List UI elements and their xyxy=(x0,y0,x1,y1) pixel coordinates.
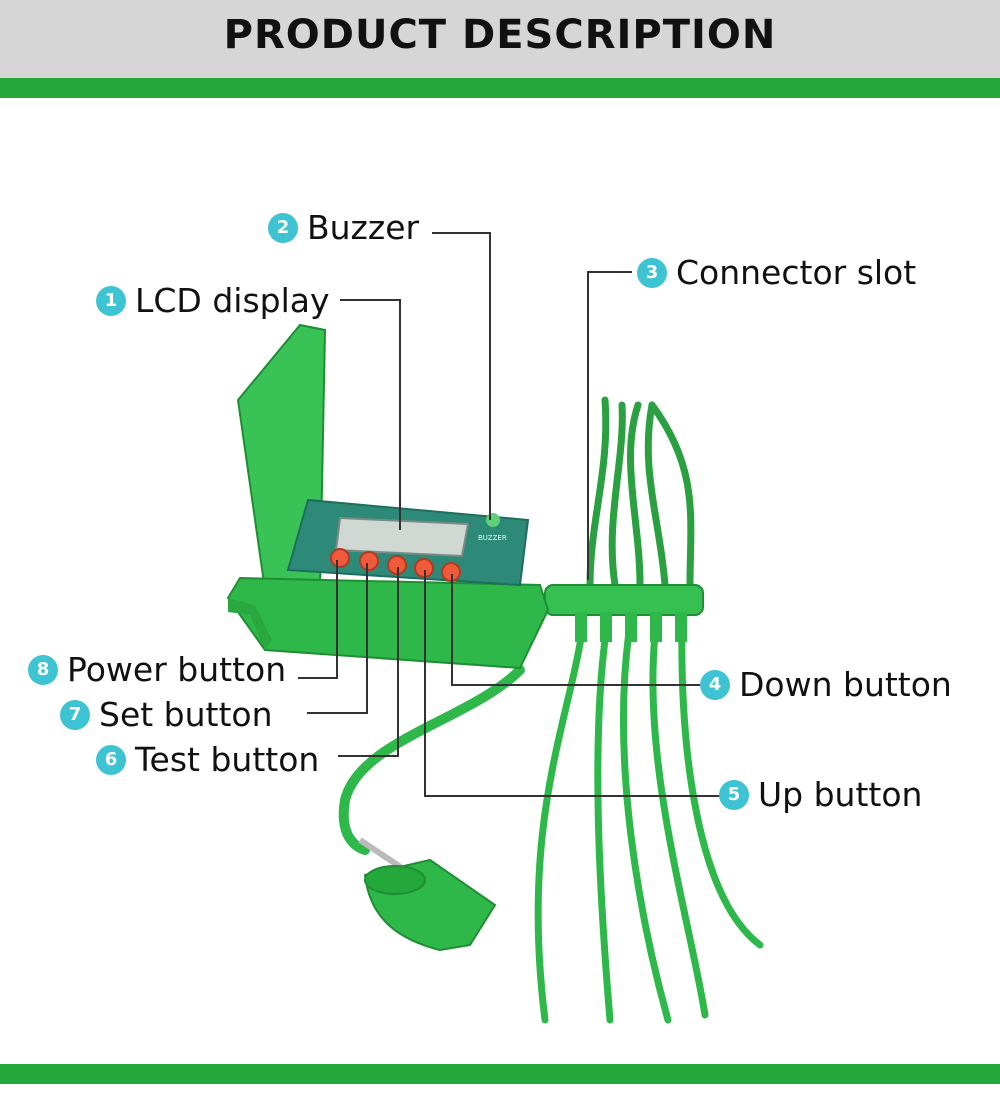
callout-number-badge: 4 xyxy=(700,669,730,700)
callout-label: Buzzer xyxy=(307,208,420,247)
water-filter-bag xyxy=(363,858,497,952)
header-banner: PRODUCT DESCRIPTION xyxy=(0,0,1000,78)
callout-up-button: 5 Up button xyxy=(719,775,922,814)
leader-lines xyxy=(298,232,720,797)
callout-label: Set button xyxy=(99,695,273,734)
callout-label: Power button xyxy=(67,650,287,689)
callout-label: LCD display xyxy=(135,281,330,320)
callout-buzzer: 2 Buzzer xyxy=(268,208,419,247)
callout-number-badge: 8 xyxy=(28,654,58,685)
device-buttons xyxy=(330,548,461,582)
callout-connector-slot: 3 Connector slot xyxy=(637,253,916,292)
controller-device: BUZZER xyxy=(226,323,550,670)
callout-number-badge: 7 xyxy=(60,699,90,730)
callout-number-badge: 1 xyxy=(96,285,126,316)
callout-lcd-display: 1 LCD display xyxy=(96,281,330,320)
connector-slot xyxy=(544,584,704,642)
bottom-accent-bar xyxy=(0,1064,1000,1084)
callout-set-button: 7 Set button xyxy=(60,695,273,734)
callout-label: Connector slot xyxy=(676,253,917,292)
callout-number-badge: 3 xyxy=(637,257,667,288)
callout-test-button: 6 Test button xyxy=(96,740,319,779)
callout-power-button: 8 Power button xyxy=(28,650,286,689)
buzzer-marking: BUZZER xyxy=(478,534,507,542)
callout-down-button: 4 Down button xyxy=(700,665,952,704)
callout-number-badge: 6 xyxy=(96,744,126,775)
drip-tubes xyxy=(534,621,764,1024)
callout-number-badge: 2 xyxy=(268,212,298,243)
top-accent-bar xyxy=(0,78,1000,98)
upper-tubes xyxy=(586,396,695,589)
callout-label: Down button xyxy=(739,665,952,704)
callout-label: Up button xyxy=(758,775,923,814)
callout-label: Test button xyxy=(135,740,320,779)
suction-hose xyxy=(338,665,525,855)
callout-number-badge: 5 xyxy=(719,779,749,810)
page-title: PRODUCT DESCRIPTION xyxy=(223,12,777,58)
